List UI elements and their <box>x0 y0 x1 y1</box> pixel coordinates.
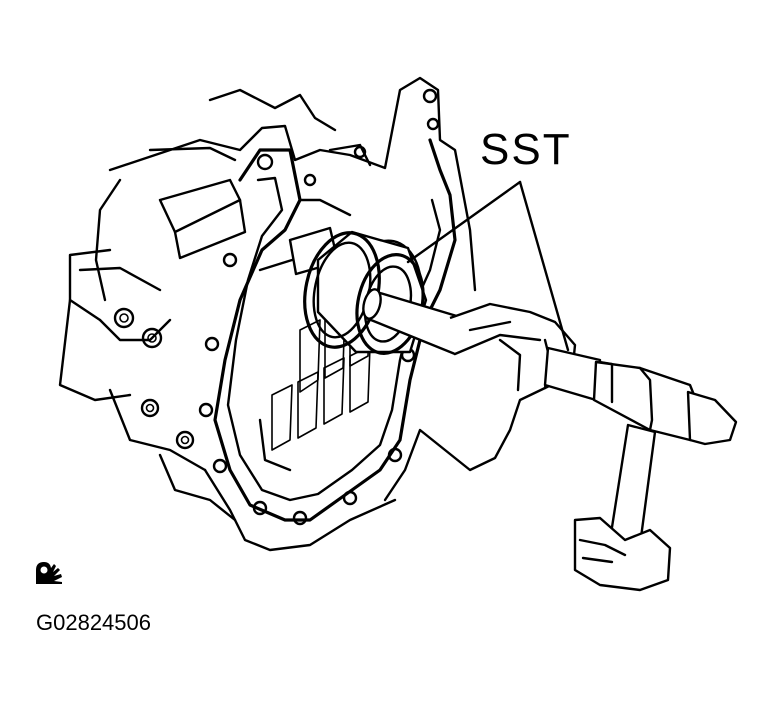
transaxle-case <box>58 76 477 552</box>
sst-callout-label: SST <box>480 125 572 174</box>
sst-leader-lines <box>406 180 570 352</box>
press-fit-symbol-icon <box>36 562 62 584</box>
figure-code: G02824506 <box>36 610 151 635</box>
sst-tool <box>303 230 472 356</box>
hammer <box>543 346 738 592</box>
